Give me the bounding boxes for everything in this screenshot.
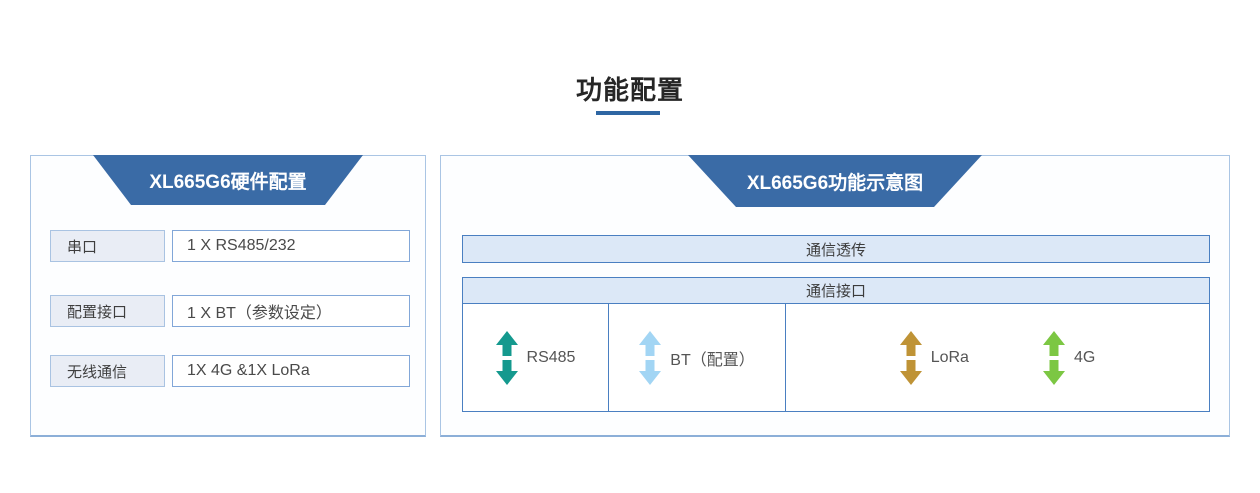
interface-table-body: RS485 BT（配置） [463, 304, 1209, 411]
function-diagram-panel: XL665G6功能示意图 通信透传 通信接口 RS485 [440, 155, 1230, 437]
interface-table: 通信接口 RS485 [462, 277, 1210, 412]
hardware-row-label: 配置接口 [50, 295, 165, 327]
double-arrow-vertical-icon [899, 330, 922, 385]
hardware-row-value: 1X 4G &1X LoRa [172, 355, 410, 387]
interface-label: RS485 [526, 348, 576, 366]
passthrough-bar-label: 通信透传 [805, 241, 866, 259]
interface-label: BT（配置） [670, 351, 755, 369]
interface-label: LoRa [930, 348, 969, 366]
title-underline [596, 111, 660, 115]
interface-header-label: 通信接口 [805, 283, 866, 300]
double-arrow-vertical-icon [1042, 330, 1065, 385]
interface-group-lora: LoRa [899, 330, 969, 385]
hardware-row-serial: 串口 1 X RS485/232 [31, 230, 425, 262]
hardware-row-value: 1 X BT（参数设定） [172, 295, 410, 327]
function-panel-header: XL665G6功能示意图 [688, 155, 982, 207]
double-arrow-vertical-icon [495, 330, 518, 385]
interface-cell-rs485: RS485 [463, 304, 609, 411]
hardware-row-config-interface: 配置接口 1 X BT（参数设定） [31, 295, 425, 327]
hardware-panel-title: XL665G6硬件配置 [149, 171, 307, 193]
interface-table-header: 通信接口 [463, 278, 1209, 304]
interface-group-4g: 4G [1042, 330, 1096, 385]
passthrough-bar: 通信透传 [462, 235, 1210, 263]
hardware-row-label: 串口 [50, 230, 165, 262]
interface-cell-bt: BT（配置） [609, 304, 786, 411]
hardware-config-panel: XL665G6硬件配置 串口 1 X RS485/232 配置接口 1 X BT… [30, 155, 426, 437]
function-panel-title: XL665G6功能示意图 [746, 172, 924, 194]
interface-label: 4G [1073, 348, 1096, 366]
hardware-row-value: 1 X RS485/232 [172, 230, 410, 262]
hardware-panel-header: XL665G6硬件配置 [93, 155, 363, 205]
hardware-row-wireless: 无线通信 1X 4G &1X LoRa [31, 355, 425, 387]
double-arrow-vertical-icon [639, 330, 662, 385]
page-title: 功能配置 [575, 75, 684, 105]
interface-cell-wireless: LoRa 4G [786, 304, 1209, 411]
hardware-row-label: 无线通信 [50, 355, 165, 387]
